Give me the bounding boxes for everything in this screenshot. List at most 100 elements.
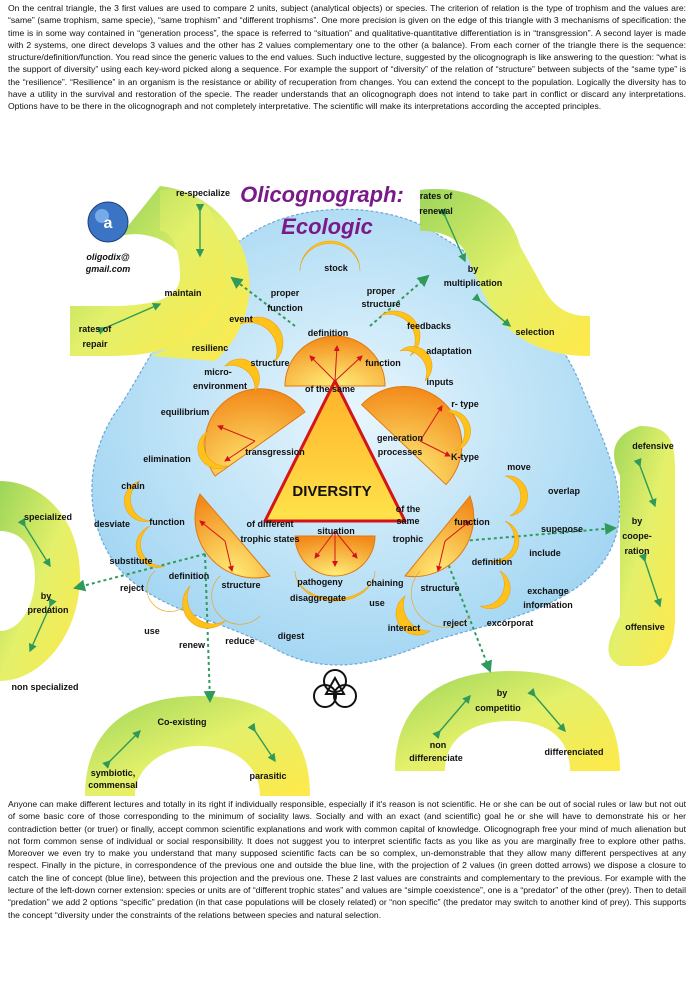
arc-symbiotic-1: symbiotic,: [91, 768, 136, 778]
term-chain: chain: [121, 481, 145, 491]
term-r-type: r- type: [451, 399, 479, 409]
term-equilibrium: equilibrium: [161, 407, 210, 417]
intro-paragraph: On the central triangle, the 3 first val…: [8, 3, 686, 112]
term-disaggregate: disaggregate: [290, 593, 346, 603]
olicognograph-diagram: Olicognograph: Ecologic a oligodix@ gmai…: [0, 182, 675, 796]
crescents: [124, 240, 528, 636]
fan-bottom-left: [194, 493, 271, 579]
center-label: DIVERSITY: [292, 483, 371, 500]
term-desviate: desviate: [94, 519, 130, 529]
seq-structure-left: structure: [221, 580, 260, 590]
term-proper-structure-2: structure: [361, 299, 400, 309]
arc-offensive: offensive: [625, 622, 665, 632]
term-overlap: overlap: [548, 486, 581, 496]
seq-definition-top: definition: [308, 328, 349, 338]
term-use-center: use: [369, 598, 385, 608]
arc-non-diff-2: differenciate: [409, 753, 463, 763]
arc-rates-repair-1: rates of: [79, 324, 113, 334]
arc-by-mult-1: by: [468, 264, 479, 274]
edge-generation-2: processes: [378, 447, 423, 457]
arc-by-pred-1: by: [41, 591, 52, 601]
diversity-triangle: [263, 379, 407, 523]
term-reject-left: reject: [120, 583, 144, 593]
term-chaining: chaining: [366, 578, 403, 588]
arc-by-pred-2: predation: [27, 605, 68, 615]
arc-maintain: maintain: [164, 288, 201, 298]
term-supepose: supepose: [541, 524, 583, 534]
arc-rates-repair-2: repair: [82, 339, 108, 349]
term-move: move: [507, 462, 531, 472]
term-event: event: [229, 314, 253, 324]
arc-differenciated: differenciated: [544, 747, 603, 757]
arc-respecialize: re-specialize: [176, 188, 230, 198]
term-reduce: reduce: [225, 636, 255, 646]
seq-function-right: function: [454, 517, 490, 527]
title-line2: Ecologic: [281, 214, 373, 239]
arc-by-comp-2: competitio: [475, 703, 521, 713]
outer-arc-left-band: [0, 481, 80, 681]
outro-paragraph: Anyone can make different lectures and t…: [8, 799, 686, 920]
fan-top: [284, 335, 386, 387]
term-elimination: elimination: [143, 454, 191, 464]
term-include: include: [529, 548, 561, 558]
term-proper-structure-1: proper: [367, 286, 396, 296]
corner-trophic-1: of the: [396, 504, 421, 514]
svg-text:a: a: [104, 215, 113, 232]
arc-selection: selection: [515, 327, 554, 337]
term-digest: digest: [278, 631, 305, 641]
trinity-knot-icon: [313, 669, 357, 708]
arc-by-coop-1: by: [632, 516, 643, 526]
corner-different-2: trophic states: [240, 534, 299, 544]
arc-symbiotic-2: commensal: [88, 780, 138, 790]
fan-bottom-right: [404, 495, 475, 578]
seq-structure-top: structure: [250, 358, 289, 368]
term-excorporat: excorporat: [487, 618, 534, 628]
term-resilience: resilienc: [192, 343, 229, 353]
seq-function-top: function: [365, 358, 401, 368]
arc-rates-renewal-2: renewal: [419, 206, 453, 216]
term-feedbacks: feedbacks: [407, 321, 451, 331]
email-line2: gmail.com: [85, 264, 131, 274]
term-interact: interact: [388, 623, 421, 633]
email-line1: oligodix@: [86, 252, 129, 262]
arc-non-specialized: non specialized: [11, 682, 78, 692]
arc-defensive: defensive: [632, 441, 674, 451]
logo-globe-icon: a: [87, 201, 129, 243]
seq-definition-right: definition: [472, 557, 513, 567]
seq-structure-right: structure: [420, 583, 459, 593]
outer-arc-bottom-left-band: [85, 696, 310, 796]
term-micro-2: environment: [193, 381, 247, 391]
term-reject-right: reject: [443, 618, 467, 628]
arc-by-mult-2: multiplication: [444, 278, 503, 288]
arc-by-comp-1: by: [497, 688, 508, 698]
corner-different-1: of different: [247, 519, 294, 529]
term-use-left: use: [144, 626, 160, 636]
term-renew: renew: [179, 640, 206, 650]
seq-definition-left: definition: [169, 571, 210, 581]
edge-transgression: transgression: [245, 447, 305, 457]
term-pathogeny: pathogeny: [297, 577, 343, 587]
title-line1: Olicognograph:: [240, 182, 404, 207]
corner-same: of the same: [305, 384, 355, 394]
term-proper-function-1: proper: [271, 288, 300, 298]
arc-parasitic: parasitic: [249, 771, 286, 781]
term-micro-1: micro-: [204, 367, 232, 377]
edge-situation: situation: [317, 526, 355, 536]
seq-function-left: function: [149, 517, 185, 527]
corner-trophic-2: same: [396, 516, 419, 526]
term-exchange-1: exchange: [527, 586, 569, 596]
term-stock: stock: [324, 263, 349, 273]
arc-coexisting: Co-existing: [157, 717, 206, 727]
term-proper-function-2: function: [267, 303, 303, 313]
arc-non-diff-1: non: [430, 740, 447, 750]
term-adaptation: adaptation: [426, 346, 472, 356]
term-inputs: inputs: [427, 377, 454, 387]
arc-rates-renewal-1: rates of: [420, 191, 454, 201]
term-exchange-2: information: [523, 600, 573, 610]
arc-by-coop-2: coope-: [622, 531, 652, 541]
corner-trophic-3: trophic: [393, 534, 424, 544]
term-k-type: K-type: [451, 452, 479, 462]
arc-specialized: specialized: [24, 512, 72, 522]
edge-generation-1: generation: [377, 433, 423, 443]
term-substitute: substitute: [109, 556, 152, 566]
